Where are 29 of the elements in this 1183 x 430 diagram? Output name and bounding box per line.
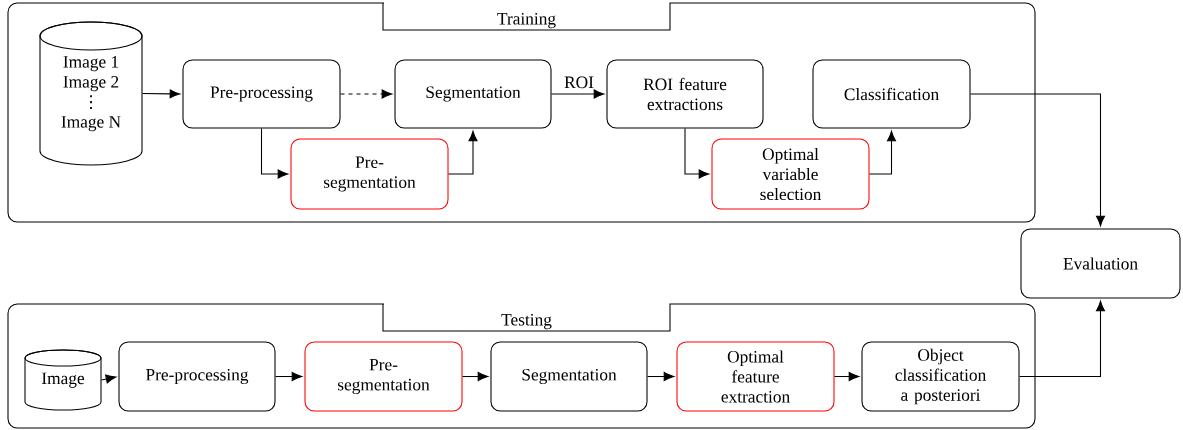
process-box: ROI feature extractions bbox=[606, 59, 764, 129]
arrow bbox=[1019, 300, 1106, 378]
process-box: Segmentation bbox=[490, 341, 648, 412]
arrow bbox=[101, 374, 117, 384]
arrow bbox=[551, 89, 605, 99]
cylinder: Image bbox=[24, 349, 102, 411]
process-box: Pre- segmentation bbox=[290, 138, 449, 210]
edge-label: ROI bbox=[564, 76, 594, 89]
process-box: Pre-processing bbox=[118, 341, 276, 412]
arrow bbox=[647, 371, 675, 382]
process-box: Optimal variable selection bbox=[711, 138, 870, 210]
process-box: Optimal feature extraction bbox=[676, 341, 835, 412]
arrow bbox=[142, 89, 181, 99]
arrow bbox=[275, 371, 303, 382]
cylinder: Image 1 Image 2 ⋮ Image N bbox=[39, 21, 143, 166]
arrow bbox=[340, 89, 393, 99]
arrow bbox=[448, 130, 478, 175]
arrow bbox=[834, 371, 860, 382]
arrow bbox=[684, 128, 710, 179]
arrow bbox=[462, 371, 489, 382]
process-box: Evaluation bbox=[1020, 228, 1181, 299]
process-box: Segmentation bbox=[394, 59, 552, 129]
arrow bbox=[260, 128, 289, 179]
process-box: Pre-processing bbox=[182, 59, 341, 129]
arrow bbox=[970, 93, 1106, 227]
process-box: Pre- segmentation bbox=[304, 341, 463, 412]
process-box: Object classification a posteriori bbox=[861, 341, 1020, 412]
process-box: Classification bbox=[812, 59, 971, 129]
arrow bbox=[869, 130, 897, 175]
